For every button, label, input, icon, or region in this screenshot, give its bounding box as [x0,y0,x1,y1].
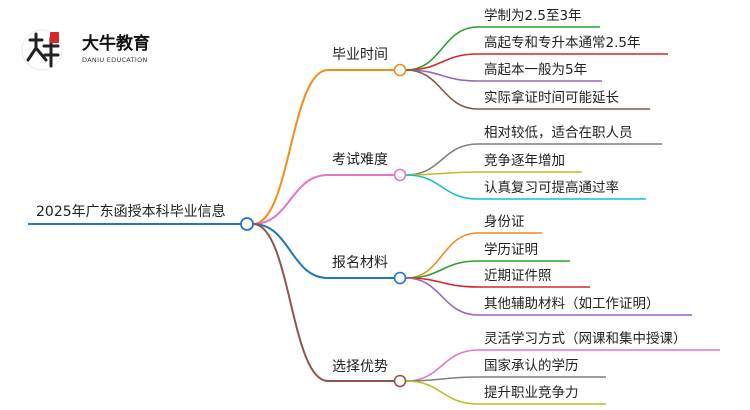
connector-branch-to-leaf [405,69,479,110]
leaf-rising-competition: 竞争逐年增加 [484,153,565,169]
connector-branch-to-leaf [405,380,479,405]
branch-node-circle [393,271,407,285]
logo-name-cn: 大牛教育 [82,34,150,54]
leaf-recent-photo: 近期证件照 [484,268,552,284]
leaf-review-pass-rate: 认真复习可提高通过率 [484,180,619,196]
connector-branch-to-leaf [405,277,479,316]
connector-branch-to-leaf [405,376,479,382]
branch-node-circle [393,374,407,388]
branch-advantages: 选择优势 [332,359,388,375]
branch-graduation-time: 毕业时间 [332,47,388,63]
connector-branch-to-leaf [405,174,479,200]
branch-node-circle [393,168,407,182]
leaf-zsb-duration: 高起专和专升本通常2.5年 [484,35,641,51]
leaf-study-duration: 学制为2.5至3年 [484,8,582,24]
leaf-id-card: 身份证 [484,214,525,230]
connector-branch-to-leaf [405,349,479,382]
root-node-circle [240,217,254,231]
branch-node-circle [393,63,407,77]
leaf-certificate-delay: 实际拿证时间可能延长 [484,90,619,106]
connector-branch-to-leaf [405,26,479,71]
leaf-education-proof: 学历证明 [484,242,538,258]
daniu-logo-icon [21,29,63,71]
leaf-recognized-degree: 国家承认的学历 [484,358,579,374]
connector-root-to-branch [252,174,329,225]
connector-branch-to-leaf [405,53,479,71]
connector-branch-to-leaf [405,232,479,279]
logo: 大牛教育 DANIU EDUCATION [18,24,178,76]
leaf-gqb-duration: 高起本一般为5年 [484,62,588,78]
connector-root-to-branch [252,223,329,279]
branch-application-materials: 报名材料 [332,255,388,271]
root-topic: 2025年广东函授本科毕业信息 [36,204,226,220]
branch-exam-difficulty: 考试难度 [332,152,388,168]
leaf-low-difficulty: 相对较低，适合在职人员 [484,125,633,141]
connector-branch-to-leaf [405,143,479,176]
connector-root-to-branch [252,69,329,225]
logo-name-en: DANIU EDUCATION [82,56,148,64]
connector-branch-to-leaf [405,260,479,279]
leaf-other-materials: 其他辅助材料（如工作证明） [484,296,660,312]
leaf-flexible-learning: 灵活学习方式（网课和集中授课） [484,331,687,347]
leaf-career-competitiveness: 提升职业竞争力 [484,385,579,401]
connector-root-to-branch [252,223,329,382]
